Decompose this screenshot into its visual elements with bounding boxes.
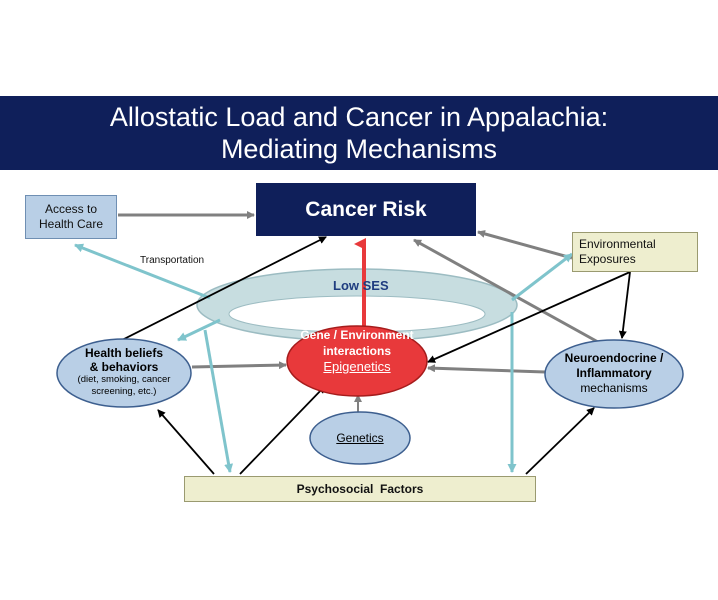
cancer-risk-box: Cancer Risk: [256, 183, 476, 236]
gene-label-line-1: Gene / Environment: [300, 328, 414, 342]
gene-label-line-3: Epigenetics: [323, 359, 391, 374]
health-label-line-1: Health beliefs: [84, 346, 164, 360]
cancer-risk-label: Cancer Risk: [305, 197, 427, 221]
arrow-env-to-neuro: [618, 271, 631, 339]
neuroendocrine-label: Neuroendocrine / Inflammatory mechanisms: [545, 351, 683, 396]
access-to-health-care-box: Access to Health Care: [25, 195, 117, 239]
arrow-neuro-to-gene: [427, 364, 546, 374]
gene-environment-ellipse: [286, 325, 428, 397]
title-banner: Allostatic Load and Cancer in Appalachia…: [0, 96, 718, 170]
health-beliefs-label: Health beliefs & behaviors (diet, smokin…: [57, 346, 191, 398]
health-beliefs-ellipse: [56, 338, 192, 408]
neuro-label-line-2: Inflammatory: [576, 366, 652, 380]
neuro-label-line-1: Neuroendocrine /: [564, 351, 664, 365]
arrow-ses-to-env: [511, 252, 573, 302]
health-label-line-4: screening, etc.): [91, 386, 157, 397]
genetics-label: Genetics: [336, 431, 384, 445]
low-ses-ring: [196, 268, 518, 342]
psychosocial-label: Psychosocial Factors: [296, 482, 424, 496]
arrow-psychosocial-to-neuro: [525, 407, 595, 475]
title-line-2: Mediating Mechanisms: [220, 134, 498, 164]
env-label-line-2: Exposures: [579, 252, 636, 266]
neuro-label-line-3: mechanisms: [580, 381, 648, 395]
arrow-neuro-to-cancer: [413, 238, 599, 344]
health-label-line-2: & behaviors: [89, 360, 159, 374]
environmental-exposures-box: Environmental Exposures: [572, 232, 698, 272]
neuroendocrine-ellipse: [544, 339, 684, 409]
arrow-env-to-gene: [427, 271, 631, 363]
access-label-line-1: Access to: [44, 202, 98, 216]
genetics-ellipse: [309, 411, 411, 465]
gene-label-line-2: interactions: [322, 344, 391, 358]
arrow-psychosocial-to-gene: [239, 385, 326, 475]
low-ses-label: Low SES: [333, 278, 389, 293]
transportation-label: Transportation: [140, 255, 205, 266]
access-label-line-2: Health Care: [38, 217, 104, 231]
arrow-ses-to-health: [177, 318, 221, 342]
arrow-env-to-cancer: [477, 230, 573, 260]
health-label-line-3: (diet, smoking, cancer: [77, 374, 171, 385]
psychosocial-factors-box: Psychosocial Factors: [184, 476, 536, 502]
gene-environment-label: Gene / Environment interactions Epigenet…: [287, 327, 427, 375]
title-line-1: Allostatic Load and Cancer in Appalachia…: [109, 102, 609, 132]
arrow-ses-to-access: [74, 243, 211, 300]
arrow-ses-to-psychosocial-left: [203, 329, 234, 473]
arrow-health-to-cancer: [117, 236, 327, 343]
arrow-health-to-gene: [191, 361, 287, 370]
arrow-psychosocial-to-health: [157, 409, 215, 475]
env-label-line-1: Environmental: [579, 237, 656, 251]
